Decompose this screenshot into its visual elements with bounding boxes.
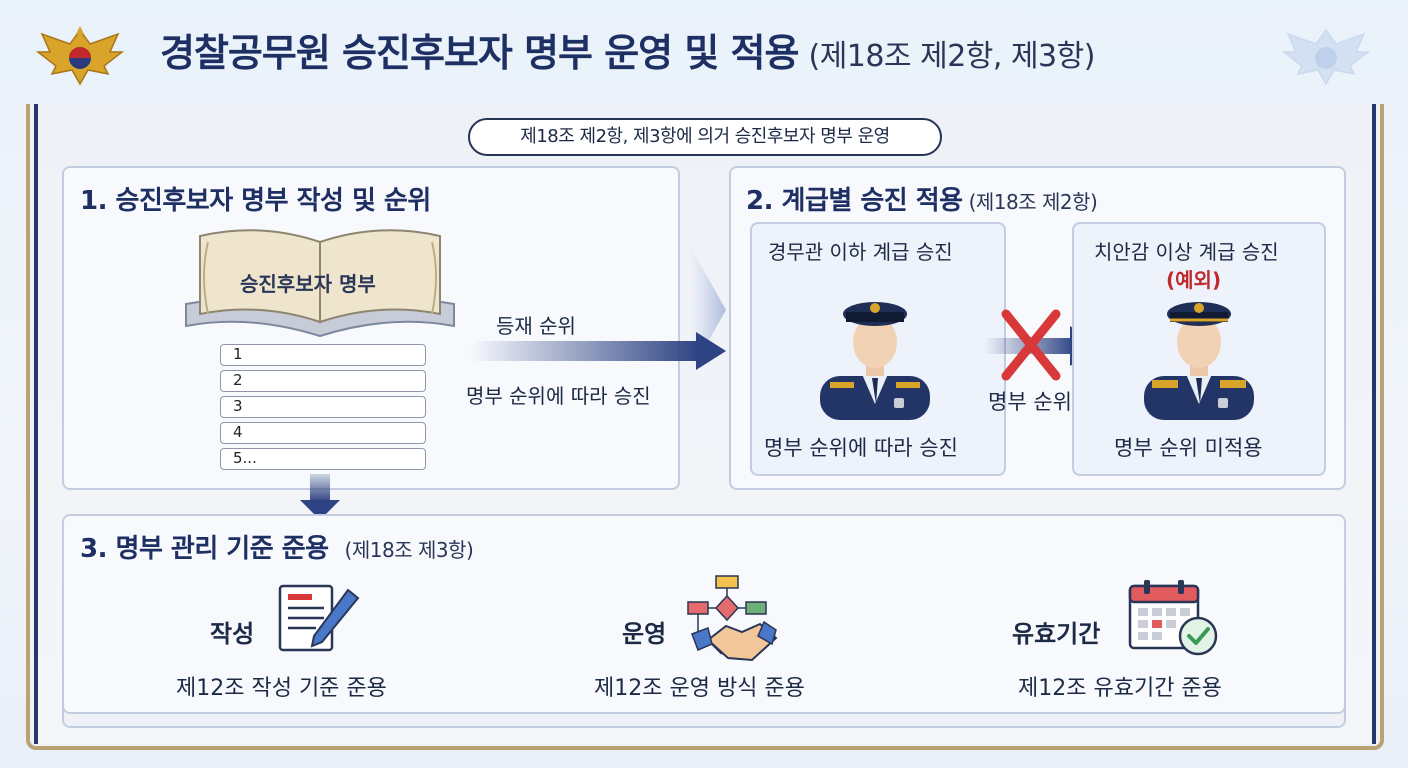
upper-rank-title: 치안감 이상 계급 승진 (1094, 240, 1279, 264)
rank-row: 1 (220, 344, 426, 366)
senior-officer-icon (1144, 302, 1254, 420)
upper-rank-caption: 명부 순위 미적용 (1114, 436, 1263, 460)
arrow-label-bottom: 명부 순위에 따라 승진 (466, 384, 651, 408)
handshake-flow-icon (687, 575, 778, 662)
item-validity-label: 유효기간 (1012, 620, 1101, 648)
item-operate-desc: 제12조 운영 방식 준용 (594, 676, 805, 701)
title-sub: (제18조 제2항, 제3항) (808, 39, 1095, 74)
rank-row: 4 (220, 422, 426, 444)
title-bar: 경찰공무원 승진후보자 명부 운영 및 적용 (제18조 제2항, 제3항) (0, 0, 1408, 100)
page-title: 경찰공무원 승진후보자 명부 운영 및 적용 (제18조 제2항, 제3항) (160, 22, 1095, 77)
section2-heading-text: 2. 계급별 승진 적용 (746, 186, 963, 216)
rank-row: 5... (220, 448, 426, 470)
upper-rank-exception: (예외) (1166, 268, 1222, 292)
section2-ref: (제18조 제2항) (968, 190, 1098, 214)
lower-rank-title: 경무관 이하 계급 승진 (768, 240, 953, 264)
rank-row: 2 (220, 370, 426, 392)
police-officer-icon (820, 302, 930, 420)
section3-heading-text: 3. 명부 관리 기준 준용 (80, 534, 329, 564)
middle-arrow-label: 명부 순위 (988, 390, 1072, 414)
calendar-check-icon (1128, 580, 1218, 656)
flow-arrow-down-icon (300, 474, 340, 520)
item-write-desc: 제12조 작성 기준 준용 (176, 676, 387, 701)
arrow-label-top: 등재 순위 (496, 314, 576, 338)
book-label: 승진후보자 명부 (240, 272, 376, 296)
item-operate-label: 운영 (622, 620, 667, 648)
basis-pill: 제18조 제2항, 제3항에 의거 승진후보자 명부 운영 (468, 118, 942, 156)
section3-heading: 3. 명부 관리 기준 준용 (제18조 제3항) (80, 528, 474, 565)
section2-heading: 2. 계급별 승진 적용(제18조 제2항) (746, 180, 1098, 217)
title-main: 경찰공무원 승진후보자 명부 운영 및 적용 (160, 31, 799, 75)
item-write-label: 작성 (210, 620, 255, 648)
flow-arrow-right-icon (470, 246, 726, 374)
police-emblem-watermark-icon (1281, 28, 1371, 86)
lower-rank-caption: 명부 순위에 따라 승진 (764, 436, 958, 460)
rank-row: 3 (220, 396, 426, 418)
item-validity-desc: 제12조 유효기간 준용 (1018, 676, 1222, 701)
police-emblem-icon (35, 26, 125, 86)
open-book-icon (185, 229, 455, 338)
section1-heading: 1. 승진후보자 명부 작성 및 순위 (80, 186, 431, 216)
section3-ref: (제18조 제3항) (344, 538, 474, 562)
document-pen-icon (278, 584, 360, 652)
